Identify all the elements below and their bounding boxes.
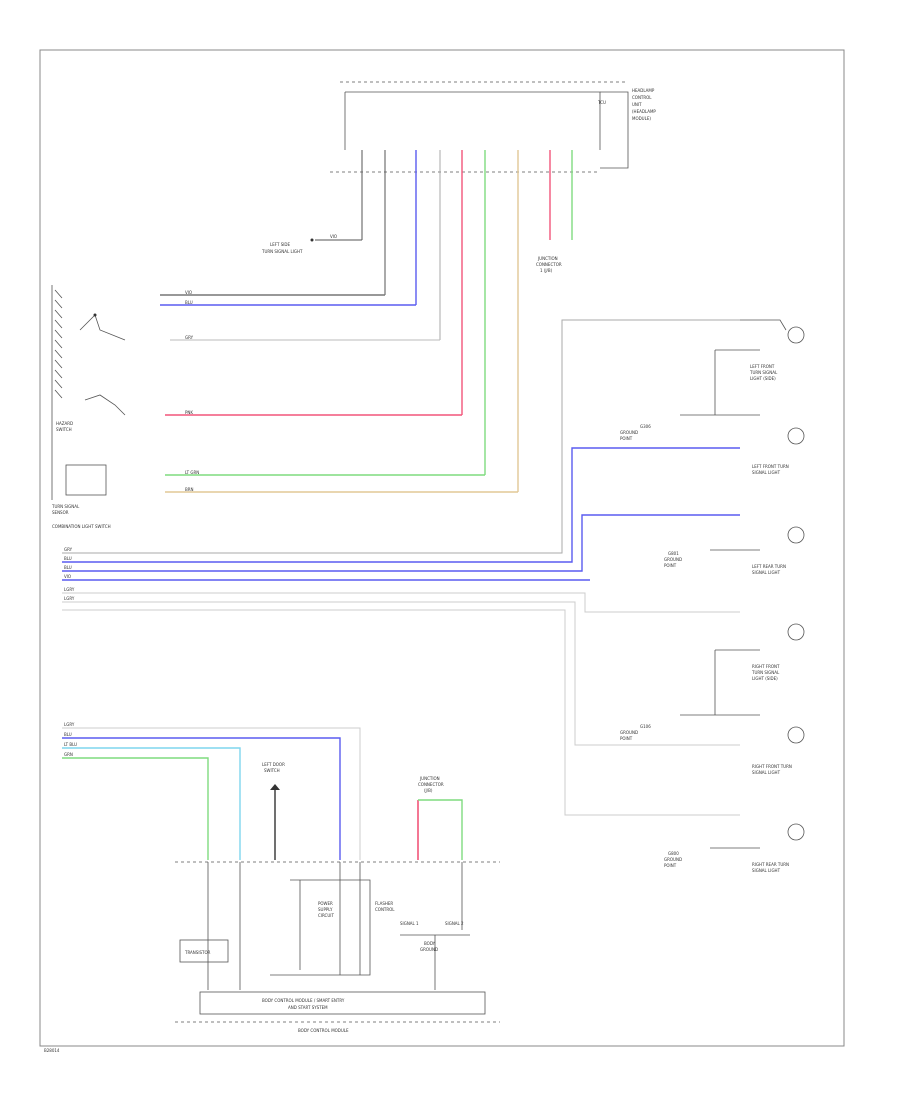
switch-group-label: COMBINATION LIGHT SWITCH — [52, 524, 111, 529]
junction-connector-top: JUNCTION CONNECTOR 1 (J/B) — [536, 256, 562, 273]
bcm-signal-2: SIGNAL 2 — [445, 921, 464, 926]
lf-ground-3: POINT — [620, 436, 633, 441]
lamp-lf-front — [787, 427, 805, 445]
transistor-label: TRANSISTOR — [184, 950, 211, 955]
sw-wire-5: LT GRN — [185, 470, 199, 475]
lf-front-turn-3: LIGHT (SIDE) — [750, 376, 776, 381]
top-module-label-2: CONTROL — [632, 95, 652, 100]
bus-wire-4: VIO — [64, 574, 71, 579]
bottom-wires: LGRY BLU LT BLU GRN LEFT DOOR SWITCH JUN… — [62, 722, 463, 860]
rr-ground-1: G800 — [668, 851, 679, 856]
bcm-mid-1: POWER — [318, 901, 333, 906]
junction-bottom-3: (J/B) — [424, 788, 433, 793]
sw-wire-2: BLU — [185, 300, 193, 305]
rr-ground-2: GROUND — [664, 857, 682, 862]
rf-front-turn-2: TURN SIGNAL — [751, 670, 780, 675]
lr-rear-turn-2: SIGNAL LIGHT — [752, 570, 781, 575]
page-code: B28014 — [44, 1048, 60, 1053]
combination-switch: HAZARD SWITCH TURN SIGNAL SENSOR COMBINA… — [51, 285, 126, 529]
turn-sensor-label-1: TURN SIGNAL — [51, 504, 80, 509]
lr-ground-3: POINT — [664, 563, 677, 568]
left-door-2: SWITCH — [264, 768, 280, 773]
sw-wire-4: PNK — [185, 410, 193, 415]
rf-ground-3: POINT — [620, 736, 633, 741]
bottom-wire-4: GRN — [64, 752, 73, 757]
lf-front-marker-1: LEFT FRONT TURN — [752, 464, 789, 469]
top-module-label-3: UNIT — [632, 102, 642, 107]
bus-wire-1: GRY — [64, 547, 73, 552]
sw-wire-3: GRY — [185, 335, 194, 340]
top-module-label-4: (HEADLAMP — [632, 109, 656, 114]
bottom-wire-2: BLU — [64, 732, 72, 737]
junction-top-1: JUNCTION — [537, 256, 558, 261]
bus-wire-3: BLU — [64, 565, 72, 570]
junction-bottom-2: CONNECTOR — [418, 782, 444, 787]
bcm-box-line-1: BODY CONTROL MODULE / SMART ENTRY — [262, 998, 345, 1003]
main-bus: GRY BLU BLU VIO LGRY LGRY — [62, 319, 740, 816]
lamp-lf-side — [787, 326, 805, 344]
rr-ground-3: POINT — [664, 863, 677, 868]
left-side-turn-label-1: LEFT SIDE — [270, 242, 291, 247]
lr-ground-2: GROUND — [664, 557, 682, 562]
left-side-turn-label-2: TURN SIGNAL LIGHT — [261, 249, 303, 254]
lr-ground-1: G801 — [668, 551, 679, 556]
switch-wires: VIO BLU GRY PNK LT GRN BRN — [160, 290, 518, 493]
rf-ground-2: GROUND — [620, 730, 638, 735]
top-module: TCU HEADLAMP CONTROL UNIT (HEADLAMP MODU… — [330, 81, 656, 173]
left-side-turn-signal: VIO LEFT SIDE TURN SIGNAL LIGHT — [261, 234, 362, 254]
bus-wire-5: LGRY — [64, 587, 75, 592]
bcm-ground-1: BODY — [424, 941, 436, 946]
sw-wire-1: VIO — [185, 290, 192, 295]
bcm-mid-2: SUPPLY — [318, 907, 333, 912]
lr-rear-turn-1: LEFT REAR TURN — [752, 564, 786, 569]
left-door-1: LEFT DOOR — [262, 762, 285, 767]
bcm-ground-2: GROUND — [420, 947, 438, 952]
rf-front-turn-1: RIGHT FRONT — [752, 664, 780, 669]
bcm-mid2-1: FLASHER — [375, 901, 393, 906]
junction-top-3: 1 (J/B) — [540, 268, 553, 273]
lamp-lr-rear — [787, 526, 805, 544]
bcm-name: BODY CONTROL MODULE — [298, 1028, 349, 1033]
rr-rear-turn-2: SIGNAL LIGHT — [752, 868, 781, 873]
rr-rear-turn-1: RIGHT REAR TURN — [752, 862, 789, 867]
lf-front-marker-2: SIGNAL LIGHT — [752, 470, 781, 475]
lf-ground-2: GROUND — [620, 430, 638, 435]
lamp-rf-side — [787, 623, 805, 641]
bottom-wire-1: LGRY — [64, 722, 75, 727]
bottom-wire-3: LT BLU — [64, 742, 77, 747]
bcm-box — [199, 991, 486, 1015]
sw-wire-6: BRN — [185, 487, 194, 492]
lf-front-turn-2: TURN SIGNAL — [749, 370, 778, 375]
top-module-label-5: MODULE) — [632, 116, 651, 121]
diagram-frame — [39, 49, 845, 1047]
body-control-module: TRANSISTOR POWER SUPPLY CIRCUIT FLASHER … — [175, 861, 500, 1033]
transistor-box — [179, 939, 229, 963]
bcm-signal-1: SIGNAL 1 — [400, 921, 419, 926]
top-module-label-1: HEADLAMP — [632, 88, 655, 93]
left-side-turn-wire: VIO — [330, 234, 337, 239]
bus-wire-6: LGRY — [64, 596, 75, 601]
rf-ground-1: G106 — [640, 724, 651, 729]
turn-sensor-label-2: SENSOR — [52, 510, 69, 515]
bcm-mid-3: CIRCUIT — [318, 913, 334, 918]
junction-bottom-1: JUNCTION — [419, 776, 440, 781]
rf-front-marker-2: SIGNAL LIGHT — [752, 770, 781, 775]
bus-wire-2: BLU — [64, 556, 72, 561]
bcm-box-line-2: AND START SYSTEM — [288, 1005, 328, 1010]
turn-signal-sensor-box — [65, 464, 107, 496]
rf-front-marker-1: RIGHT FRONT TURN — [752, 764, 792, 769]
junction-top-2: CONNECTOR — [536, 262, 562, 267]
lf-ground-1: G306 — [640, 424, 651, 429]
hazard-label-1: HAZARD — [56, 421, 73, 426]
rf-front-turn-3: LIGHT (SIDE) — [752, 676, 778, 681]
lf-front-turn-1: LEFT FRONT — [750, 364, 775, 369]
right-lamps: LEFT FRONT TURN SIGNAL LIGHT (SIDE) G306… — [620, 319, 805, 873]
lamp-rf-front — [787, 726, 805, 744]
top-module-pin: TCU — [597, 100, 606, 105]
lamp-rr-rear — [787, 823, 805, 841]
hazard-label-2: SWITCH — [56, 427, 72, 432]
top-module-pins — [361, 150, 573, 492]
bcm-mid2-2: CONTROL — [375, 907, 395, 912]
